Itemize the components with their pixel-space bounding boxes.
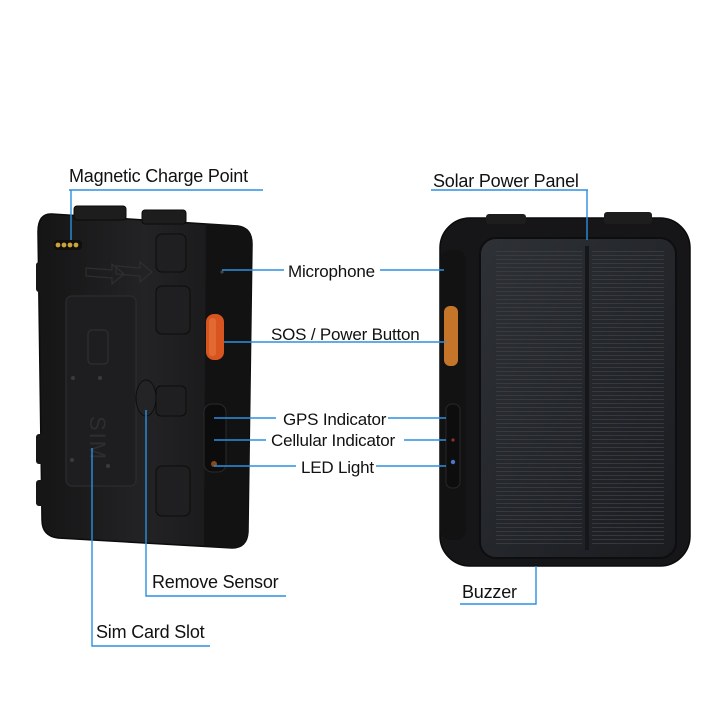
label-sos-power-button: SOS / Power Button <box>271 325 420 344</box>
sim-embossed-text: SIM <box>85 416 110 461</box>
label-buzzer: Buzzer <box>462 582 517 602</box>
tracker-back-view: SIM <box>36 205 253 549</box>
label-led-light: LED Light <box>301 458 374 477</box>
label-gps-indicator: GPS Indicator <box>283 410 387 429</box>
label-cellular-indicator: Cellular Indicator <box>271 431 395 450</box>
label-solar-power-panel: Solar Power Panel <box>433 171 579 191</box>
tracker-front-view <box>439 212 691 567</box>
label-sim-card-slot: Sim Card Slot <box>96 622 205 642</box>
label-magnetic-charge-point: Magnetic Charge Point <box>69 166 248 186</box>
label-remove-sensor: Remove Sensor <box>152 572 279 592</box>
label-microphone: Microphone <box>288 262 375 281</box>
callout-lines <box>69 189 588 647</box>
magnetic-charge-pins <box>54 240 82 250</box>
